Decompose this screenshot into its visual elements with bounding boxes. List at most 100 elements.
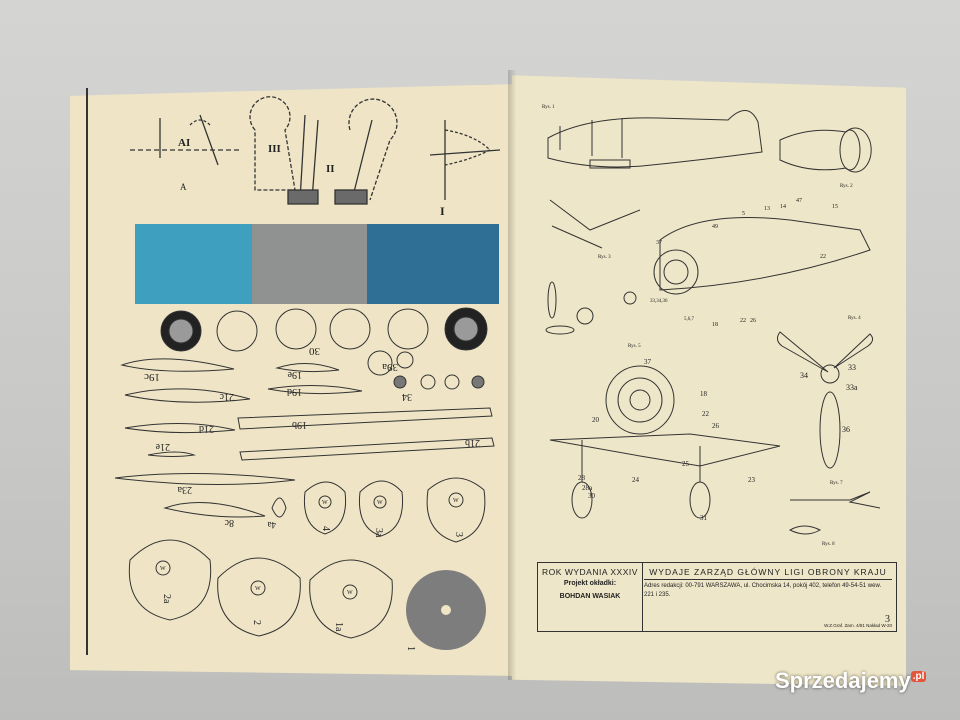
figure-front-view (549, 365, 781, 519)
stamp-w-3: W (453, 498, 459, 504)
figure-propeller-small (545, 281, 637, 335)
watermark-tld: .pl (910, 671, 927, 682)
print-info: W.Z.Graf. Zam. 4/81 Nakład W-20 (824, 623, 892, 628)
airfoil-parts (114, 358, 495, 518)
cover-label: Projekt okładki: (563, 580, 617, 587)
callout-25: 25 (682, 460, 690, 468)
part-label-21b: 21b (465, 437, 480, 448)
callout-14: 14 (780, 204, 786, 210)
part-label-2: 2 (251, 620, 262, 625)
part-label-21e: 21e (155, 441, 170, 452)
callout-26-top: 26 (750, 318, 756, 324)
callout-24: 24 (632, 476, 640, 484)
part-label-39a: 39a (382, 361, 398, 373)
callout-33a: 33a (846, 383, 858, 392)
stamp-w-1: W (322, 500, 328, 506)
color-swatch-dark-blue (367, 224, 499, 304)
imprint-right: WYDAJE ZARZĄD GŁÓWNY LIGI OBRONY KRAJU A… (644, 563, 892, 600)
stamp-w-2: W (377, 500, 383, 506)
label-ai: AI (178, 137, 190, 149)
callout-18: 18 (700, 390, 708, 398)
part-label-4a: 4a (268, 520, 277, 530)
figure-label-rys1: Rys. 1 (542, 105, 555, 110)
color-swatch-grey (252, 224, 368, 304)
callout-28: 28 (578, 474, 586, 482)
callout-33: 33 (848, 363, 856, 372)
callout-31: 31 (700, 514, 708, 522)
callout-5: 5 (742, 211, 745, 217)
figure-label-rys7: Rys. 7 (830, 481, 843, 486)
editorial-address: Adres redakcji: 00-791 WARSZAWA, ul. Cho… (644, 583, 882, 598)
figure-fuselage-side (547, 110, 763, 169)
callout-26: 26 (712, 422, 720, 430)
callout-47: 47 (796, 198, 802, 204)
edition-year: ROK WYDANIA XXXIV (542, 567, 638, 577)
callout-30: 30 (588, 492, 596, 500)
callout-49: 49 (712, 224, 718, 230)
callout-13: 13 (764, 206, 770, 212)
part-label-30: 30 (309, 345, 321, 357)
label-a: A (180, 182, 187, 192)
part-label-19e: 19e (287, 369, 302, 380)
callout-18-top: 18 (712, 322, 718, 328)
callout-20: 20 (592, 416, 600, 424)
part-label-1: 1 (405, 646, 416, 651)
callout-37-front: 37 (644, 358, 652, 366)
callout-23: 23 (748, 476, 756, 484)
figure-tail (788, 491, 881, 535)
stamp-w-6: W (347, 590, 353, 596)
figure-propeller-front (776, 331, 874, 469)
sketch-group-top (130, 96, 501, 205)
figure-cowling (779, 127, 872, 173)
wheel-discs (160, 307, 488, 390)
callout-34: 34 (800, 371, 808, 380)
stamp-w-4: W (160, 566, 166, 572)
part-label-19c: 19c (144, 371, 160, 383)
part-label-8c: 8c (224, 517, 234, 528)
part-label-21c: 21c (219, 391, 234, 402)
callout-37: 37 (656, 240, 662, 246)
cover-author: BOHDAN WASIAK (559, 593, 621, 600)
part-label-2a: 2a (161, 594, 172, 604)
callout-22-top: 22 (820, 254, 826, 260)
imprint-left: ROK WYDANIA XXXIV Projekt okładki: BOHDA… (538, 563, 643, 631)
callout-22: 22 (702, 410, 710, 418)
label-iii: III (268, 143, 281, 155)
part-label-34: 34 (402, 391, 412, 402)
callout-22-mid: 22 (740, 318, 746, 324)
figure-label-rys4: Rys. 4 (848, 316, 861, 321)
part-label-21d: 21d (199, 423, 214, 434)
publisher: WYDAJE ZARZĄD GŁÓWNY LIGI OBRONY KRAJU (644, 567, 892, 580)
part-label-19b: 19b (292, 419, 307, 430)
spinner-hole (441, 605, 451, 615)
callout-5-6-7: 5,6,7 (684, 317, 695, 322)
part-label-23a: 23a (177, 484, 192, 495)
figure-label-rys5: Rys. 5 (628, 344, 641, 349)
callout-36: 36 (842, 425, 850, 434)
part-label-3a: 3a (373, 528, 384, 538)
part-label-1a: 1a (333, 622, 344, 632)
figure-label-rys8: Rys. 8 (822, 542, 835, 547)
stamp-w-5: W (255, 586, 261, 592)
watermark: Sprzedajemy.pl (775, 668, 927, 694)
bulkhead-formers (128, 477, 486, 639)
label-i: I (440, 204, 445, 218)
callout-15: 15 (832, 204, 838, 210)
figure-label-rys3: Rys. 3 (598, 255, 611, 260)
color-swatch-blue (135, 224, 253, 304)
imprint-box: ROK WYDANIA XXXIV Projekt okładki: BOHDA… (537, 562, 897, 632)
part-label-3: 3 (453, 532, 464, 537)
part-label-19d: 19d (287, 386, 302, 397)
figure-engine-section (549, 199, 871, 295)
watermark-brand: Sprzedajemy (775, 668, 911, 693)
figure-label-rys2: Rys. 2 (840, 184, 853, 189)
book-gutter (508, 70, 522, 680)
right-page (512, 75, 906, 686)
callout-28a: 28a (582, 484, 593, 492)
label-ii: II (326, 163, 335, 175)
part-label-4: 4 (320, 526, 331, 531)
callout-33-34-36: 33,34,36 (650, 299, 668, 304)
page-number: 3 (885, 614, 890, 625)
